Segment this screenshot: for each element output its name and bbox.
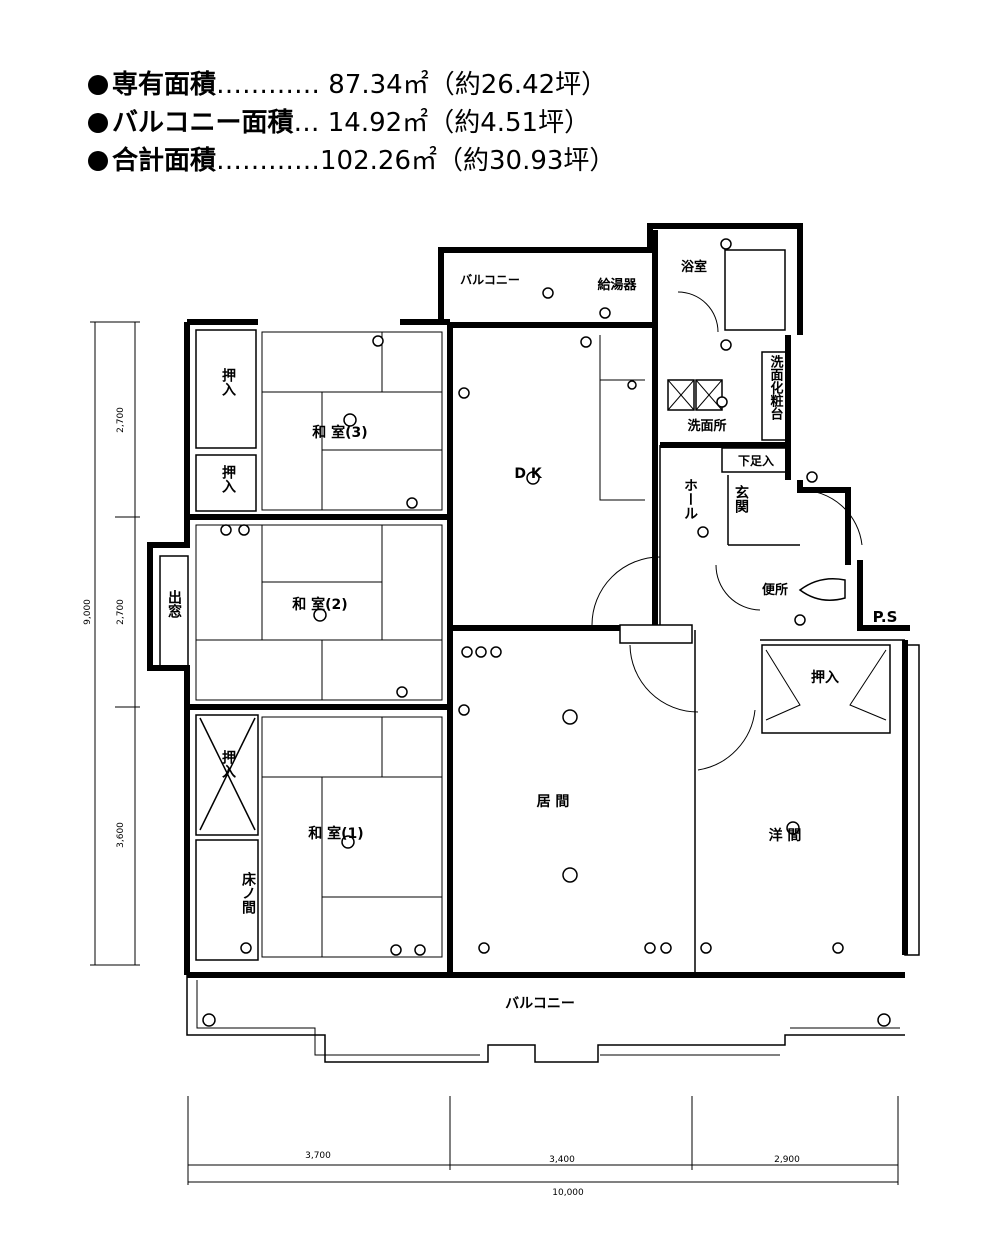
room-balcony-top: バルコニー	[460, 273, 520, 287]
room-ima: 居 間	[537, 794, 570, 810]
dim-bottom-1: 3,700	[305, 1151, 331, 1161]
room-youma: 洋 間	[769, 827, 802, 844]
toilet-fixture	[798, 578, 846, 601]
room-balcony-bottom: バルコニー	[505, 996, 575, 1012]
light-fixtures	[313, 413, 800, 883]
left-dimension: 2,700 2,700 3,600 9,000	[83, 321, 140, 966]
area-dots: …	[293, 108, 328, 138]
room-senmen-kesho: 洗面化粧台	[768, 354, 784, 421]
doors	[591, 291, 863, 771]
room-hall: ホール	[682, 478, 698, 520]
area-tsubo: （約26.42坪）	[428, 70, 608, 100]
area-row-private: 専有面積………… 87.34㎡（約26.42坪）	[88, 66, 615, 104]
closets	[159, 329, 259, 961]
bullet-icon	[88, 75, 108, 95]
ps-box	[904, 644, 920, 956]
bullet-icon	[88, 151, 108, 171]
dim-bottom-3: 2,900	[774, 1155, 800, 1165]
closet-youma	[761, 644, 891, 734]
area-dots: …………	[216, 146, 321, 176]
room-labels: 和 室(3) 和 室(2) 和 室(1) D K 居 間 洋 間 バルコニー バ…	[166, 259, 897, 1012]
outer-walls	[147, 223, 910, 1063]
tatami-grid	[195, 331, 443, 958]
room-oshiire-1: 押入	[220, 367, 236, 396]
dim-left-total: 9,000	[83, 599, 93, 625]
dim-left-1: 2,700	[116, 407, 126, 433]
bottom-dimension: 3,700 3,400 2,900 10,000	[187, 1096, 899, 1198]
room-oshiire-3: 押入	[220, 749, 236, 778]
area-value: 102.26㎡	[320, 146, 437, 176]
area-row-total: 合計面積…………102.26㎡（約30.93坪）	[88, 142, 615, 180]
bullet-icon	[88, 113, 108, 133]
room-benjo: 便所	[762, 582, 788, 598]
room-ps: P.S	[873, 608, 898, 626]
outlets	[220, 238, 844, 956]
room-senmenjo: 洗面所	[687, 418, 726, 434]
area-tsubo: （約30.93坪）	[437, 146, 616, 176]
area-value: 87.34㎡	[320, 70, 429, 100]
area-info: 専有面積………… 87.34㎡（約26.42坪） バルコニー面積… 14.92㎡…	[88, 66, 615, 180]
kitchen-counter	[599, 335, 645, 501]
area-label: バルコニー面積	[112, 108, 294, 138]
room-washitsu2: 和 室(2)	[292, 596, 347, 613]
area-value: 14.92㎡	[327, 108, 429, 138]
room-getabako: 下足入	[738, 454, 774, 468]
room-genkan: 玄関	[733, 484, 749, 514]
area-label: 合計面積	[112, 146, 217, 176]
room-tokonoma: 床ノ間	[240, 871, 256, 915]
dim-left-2: 2,700	[116, 599, 126, 625]
dim-left-3: 3,600	[116, 822, 126, 848]
room-yokushitsu: 浴室	[681, 259, 707, 275]
room-washitsu1: 和 室(1)	[308, 825, 363, 842]
room-oshiire-youma: 押入	[811, 669, 839, 686]
room-oshiire-2: 押入	[220, 464, 236, 493]
dim-bottom-2: 3,400	[549, 1155, 575, 1165]
area-label: 専有面積	[112, 70, 217, 100]
area-row-balcony: バルコニー面積… 14.92㎡（約4.51坪）	[88, 104, 615, 142]
room-demado: 出窓	[166, 589, 182, 619]
area-tsubo: （約4.51坪）	[428, 108, 591, 138]
room-washitsu3: 和 室(3)	[312, 424, 367, 441]
room-kyutoki: 給湯器	[597, 277, 637, 293]
interior-walls	[187, 230, 905, 975]
room-dk: D K	[514, 466, 542, 482]
area-dots: …………	[216, 70, 321, 100]
dim-bottom-total: 10,000	[552, 1188, 584, 1198]
